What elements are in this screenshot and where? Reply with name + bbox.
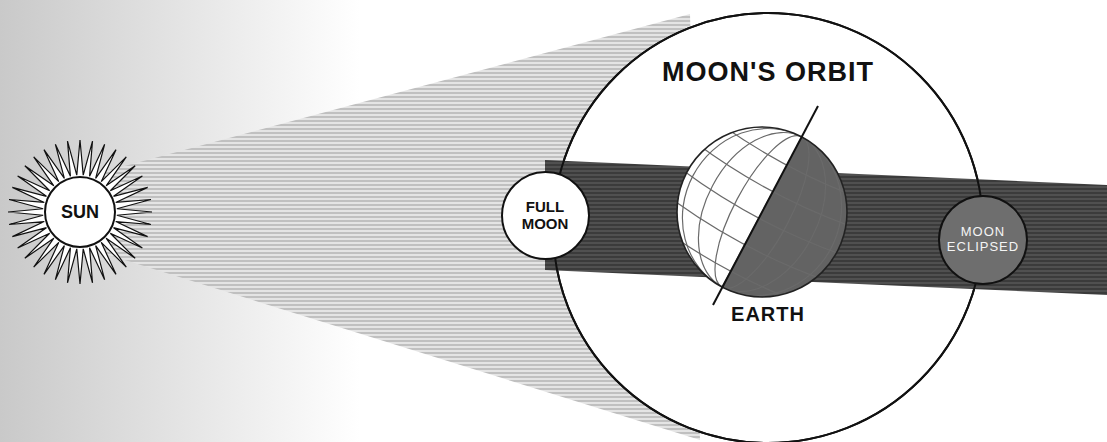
orbit-outline	[553, 13, 983, 442]
eclipsed-moon-label: MOON ECLIPSED	[946, 225, 1020, 255]
earth-axis	[713, 106, 818, 305]
earth-globe: EARTH	[677, 127, 847, 297]
sun-disc: SUN	[44, 176, 116, 248]
globe-grid	[641, 94, 883, 330]
orbit-ring: MOON'S ORBITFULL MOONEARTHMOON ECLIPSED	[553, 13, 983, 442]
full-moon: FULL MOON	[501, 171, 590, 260]
night-side	[722, 137, 877, 327]
orbit-ring-label: MOON'S ORBIT	[553, 57, 983, 88]
full-moon-label: FULL MOON	[510, 198, 580, 233]
sun-disc-label: SUN	[61, 202, 99, 223]
globe-detail	[641, 94, 883, 330]
meridian	[653, 100, 871, 323]
eclipsed-moon: MOON ECLIPSED	[938, 195, 1028, 285]
earth-globe-label: EARTH	[683, 303, 853, 326]
sun-rays	[8, 140, 152, 284]
